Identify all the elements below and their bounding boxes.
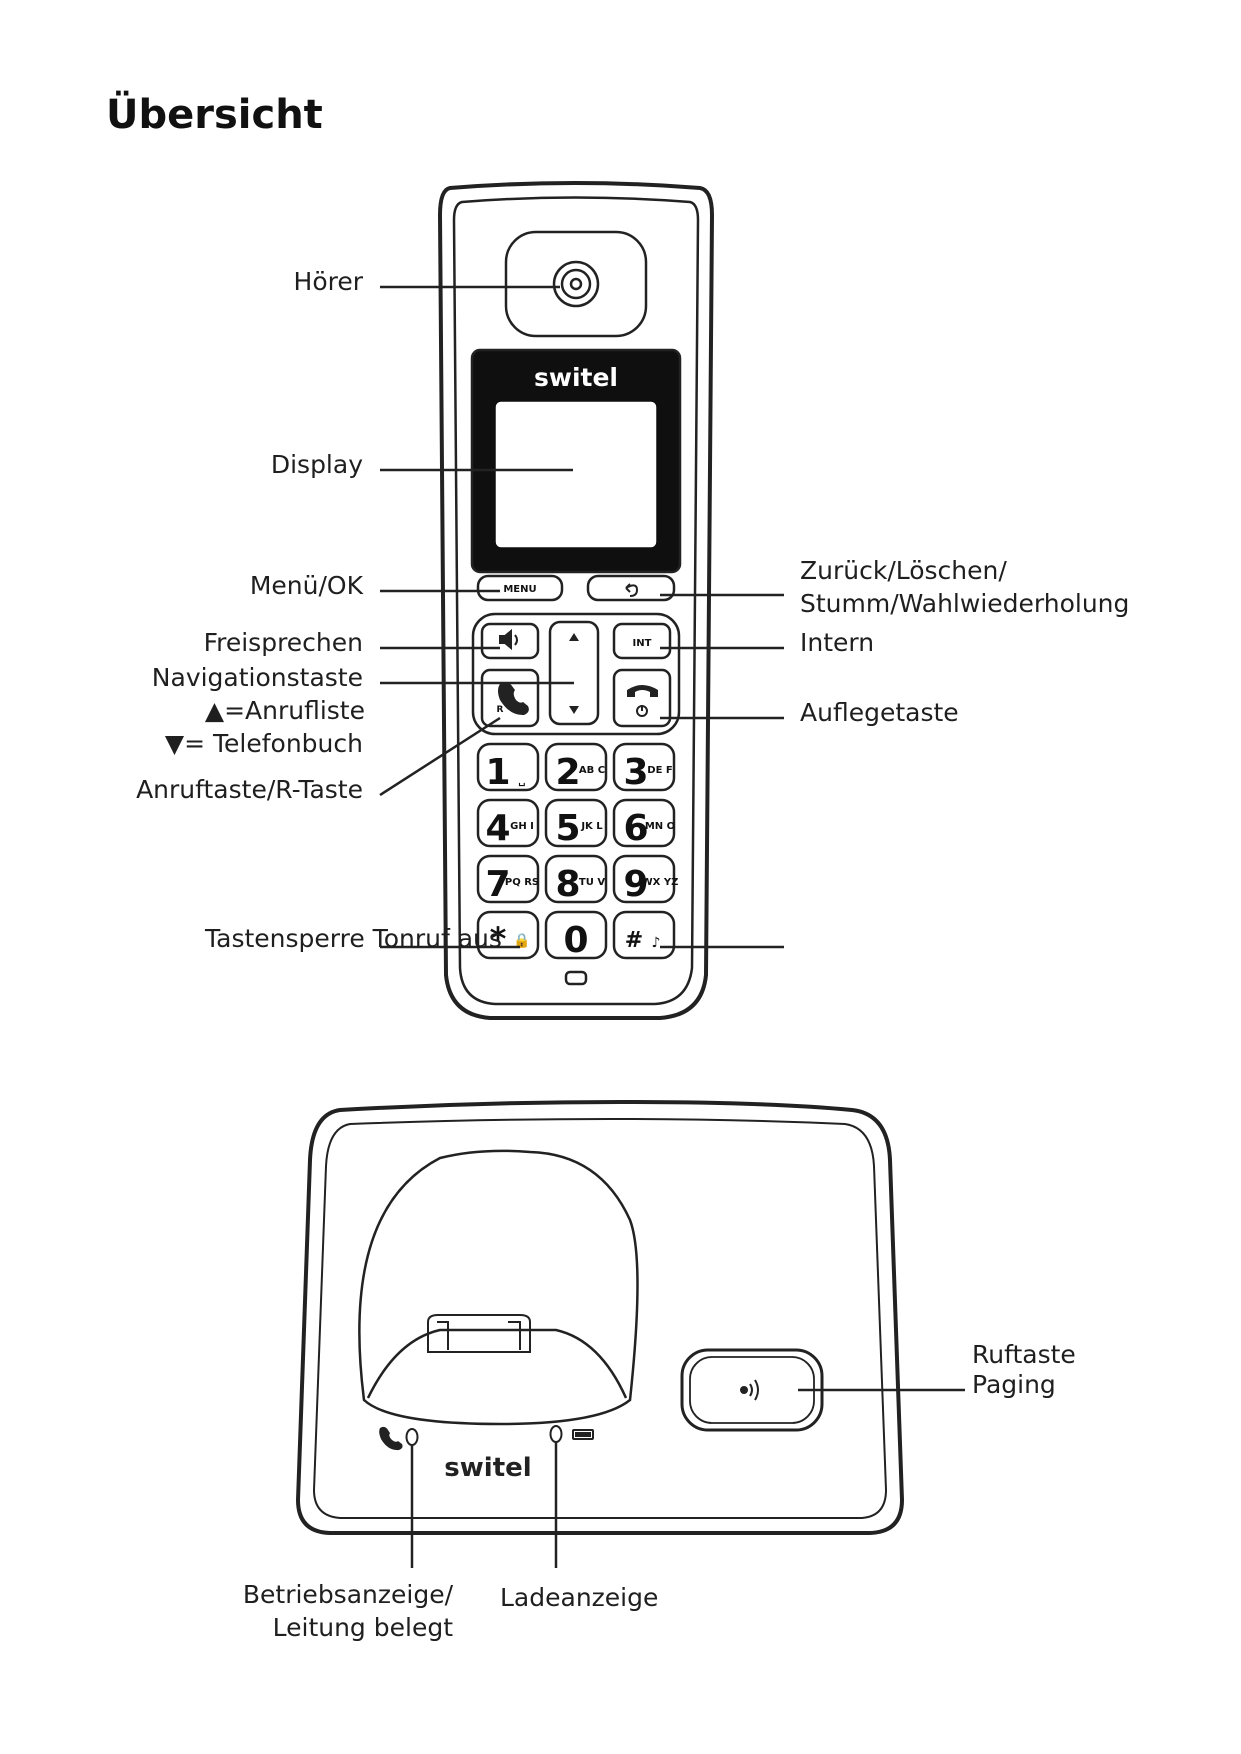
handset-brand: switel [534,363,618,392]
label-intern: Intern [800,628,875,657]
handset-call-icon [498,682,529,716]
key-2-letters: AB C [579,765,605,776]
label-page-line2: Paging [972,1370,1056,1399]
menu-key-shape [476,574,564,602]
key-star-lock-icon: 🔒 [513,933,530,949]
label-page-line1: Ruftaste [972,1340,1076,1369]
key-7[interactable]: 7 [485,864,510,905]
speaker-icon [499,628,518,651]
battery-icon [572,1429,594,1440]
keypad-labels: 1 ␣ 2 AB C 3 DE F 4 GH I 5 JK L 6 MN O 7… [485,752,678,961]
base-inner-outline [312,1118,888,1519]
key-5[interactable]: 5 [555,808,580,849]
label-menu-ok: Menü/OK [249,571,363,600]
handset-inner-outline [452,196,700,1006]
base-leader-lines [410,1388,965,1568]
key-3[interactable]: 3 [623,752,648,793]
key-9[interactable]: 9 [623,864,648,905]
key-7-letters: PQ RS [505,877,539,888]
label-lock: Tastensperre Tonruf aus [205,924,502,953]
nav-up-icon [569,633,579,641]
call-key-shape [480,668,540,728]
back-key-shape [586,574,676,602]
back-arrow-icon [625,583,639,597]
label-status-line2: Leitung belegt [272,1613,453,1642]
key-3-letters: DE F [647,765,672,776]
int-key-label[interactable]: INT [633,638,652,649]
key-1[interactable]: 1 [485,752,510,793]
base-outline [295,1099,905,1535]
key-star[interactable]: * [490,920,507,958]
display-screen [495,401,657,548]
label-back-line2: Stumm/Wahlwiederholung [800,589,1130,618]
base-phone-icon [379,1426,403,1451]
key-1-letters: ␣ [518,776,525,787]
key-2[interactable]: 2 [555,752,580,793]
key-hash[interactable]: # [625,928,643,953]
key-hash-ringer-off-icon: ♪ [652,935,661,951]
key-4-letters: GH I [510,821,534,832]
nav-down-icon [569,706,579,714]
label-charge: Ladeanzeige [500,1583,659,1612]
label-nav-down: ▼= Telefonbuch [164,729,363,758]
key-0[interactable]: 0 [563,920,588,961]
base-station [295,1099,905,1535]
label-call: Anruftaste/R-Taste [136,775,363,804]
keypad-outlines [476,742,676,960]
charging-contacts [427,1314,531,1353]
handset-leader-lines [379,285,784,949]
page-title: Übersicht [106,92,323,138]
key-8[interactable]: 8 [555,864,580,905]
cradle-outline [358,1149,639,1426]
label-nav: Navigationstaste [151,663,363,692]
handset-hangup-icon [627,685,658,717]
paging-icon [740,1379,759,1401]
r-key-label: R [497,705,504,715]
hangup-key-shape [612,668,672,728]
label-earpiece: Hörer [293,267,363,296]
charge-led [549,1425,563,1443]
cradle-inner [366,1328,628,1399]
earpiece-housing [504,230,648,338]
speaker-key-shape [480,622,540,660]
menu-key-label[interactable]: MENU [503,584,536,595]
handset [437,181,715,1020]
base-brand: switel [444,1453,531,1483]
microphone-slot [564,970,588,986]
label-speaker: Freisprechen [203,628,363,657]
key-4[interactable]: 4 [485,808,510,849]
nav-key-shape [548,620,600,726]
label-back-line1: Zurück/Löschen/ [800,556,1007,585]
label-hangup: Auflegetaste [800,698,959,727]
key-8-letters: TU V [579,877,605,888]
label-nav-up: ▲=Anrufliste [204,696,365,725]
earpiece-icon [552,260,600,308]
key-6[interactable]: 6 [623,808,648,849]
label-status-line1: Betriebsanzeige/ [242,1580,453,1609]
power-led [405,1428,419,1446]
key-5-letters: JK L [580,821,603,832]
key-9-letters: WX YZ [642,877,679,888]
label-display: Display [270,450,363,479]
nav-cluster-frame [471,612,681,736]
handset-outline [437,181,715,1020]
int-key-shape [612,622,672,660]
key-6-letters: MN O [645,821,675,832]
